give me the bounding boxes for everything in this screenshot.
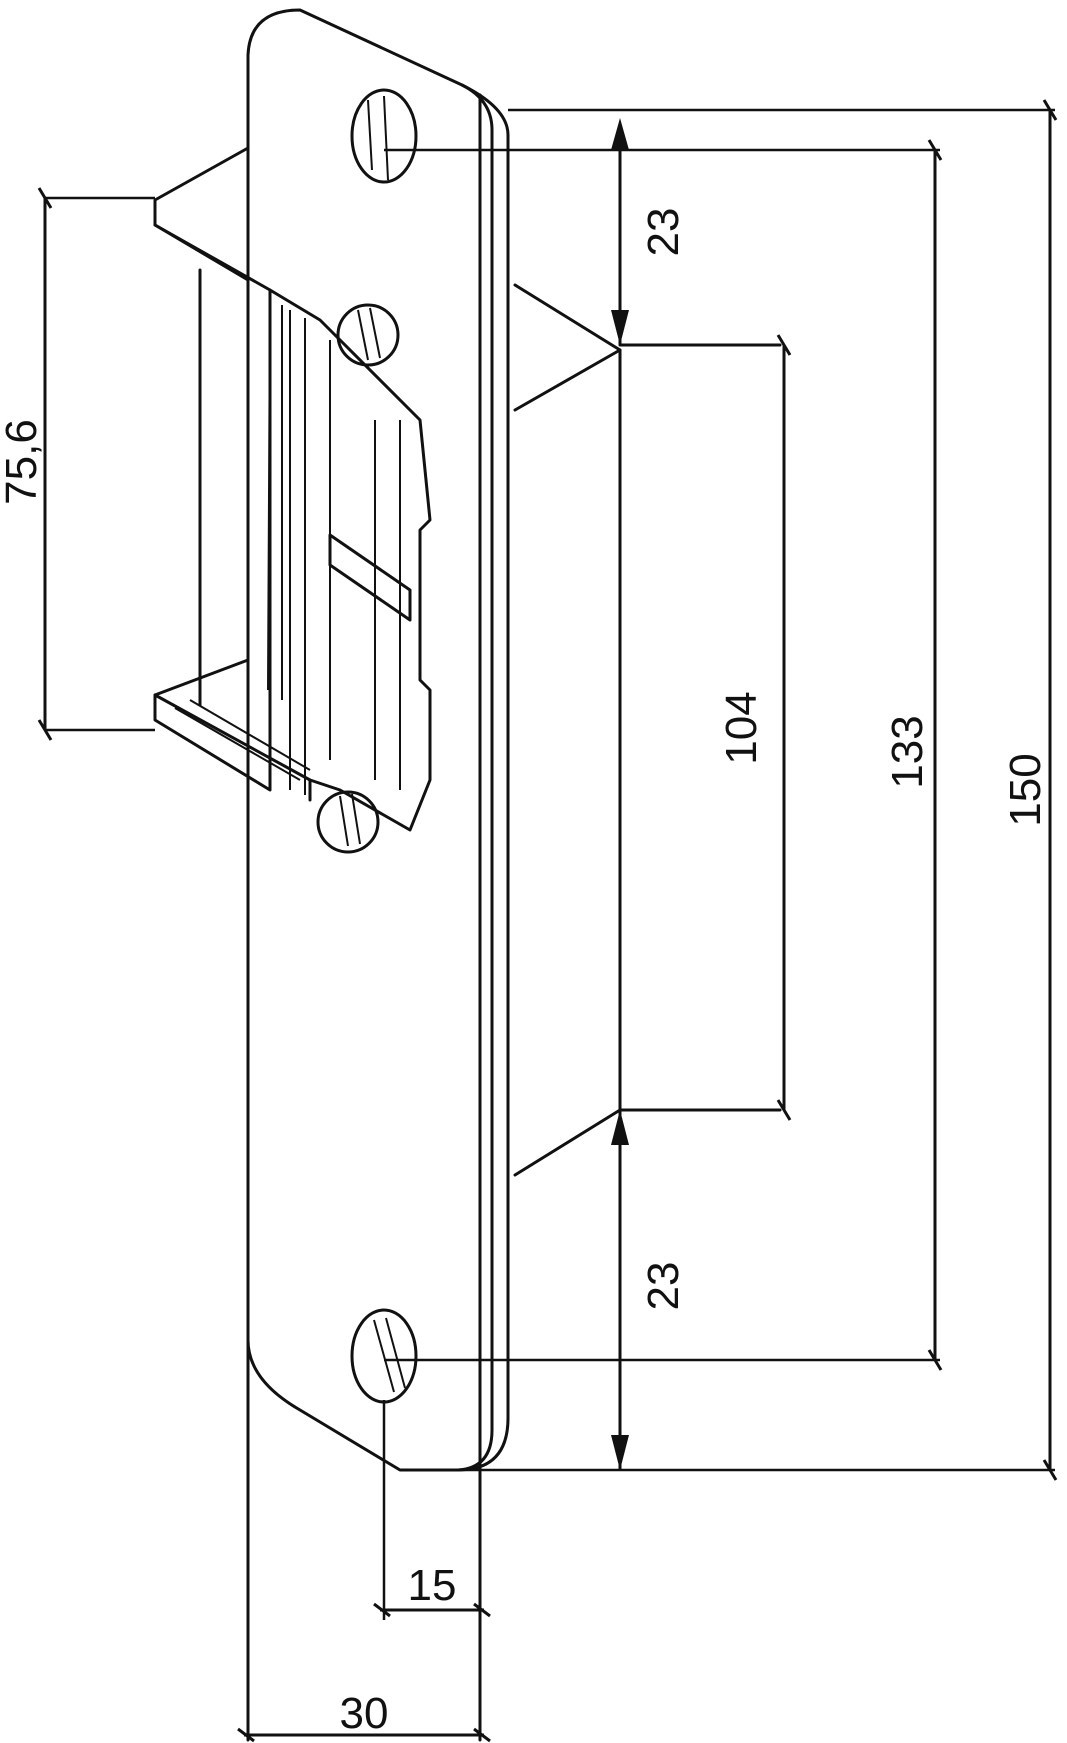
- dimension-lines: [37, 99, 1058, 1743]
- adjust-screw-top: [336, 303, 400, 367]
- adjust-screw-bottom: [316, 790, 380, 854]
- dim-bottom-offset: 23: [639, 1262, 688, 1311]
- dim-latch-height: 75,6: [0, 419, 46, 505]
- dim-slot-length: 104: [717, 691, 766, 764]
- dim-hole-spacing: 133: [883, 715, 932, 788]
- plate-edge: [456, 83, 494, 1472]
- lower-screw-hole: [350, 1308, 418, 1404]
- upper-screw-hole: [350, 88, 418, 184]
- latch-keeper: [153, 146, 432, 832]
- plate-outline: [246, 8, 510, 1472]
- dim-top-offset: 23: [639, 208, 688, 257]
- strike-plate: [153, 8, 782, 1742]
- dim-total-length: 150: [1001, 753, 1050, 826]
- dim-hole-inset: 15: [408, 1561, 457, 1610]
- dim-plate-width: 30: [340, 1689, 389, 1738]
